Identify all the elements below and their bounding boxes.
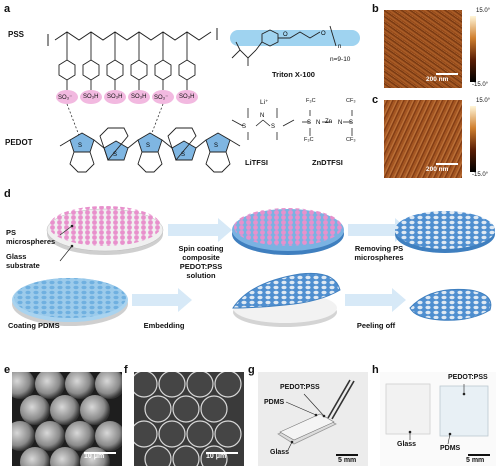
- photo-g: [258, 372, 368, 466]
- svg-text:N: N: [260, 113, 264, 119]
- svg-text:S: S: [146, 143, 150, 149]
- scale-bottom-c: -15.0°: [472, 172, 489, 178]
- cf3-top-right: CF₃: [346, 98, 356, 104]
- so3h-2: SO₃H: [107, 94, 123, 100]
- svg-text:N: N: [316, 120, 320, 126]
- glass-label-h: Glass: [397, 441, 417, 448]
- panel-label-g: g: [248, 364, 255, 376]
- svg-text:N: N: [338, 120, 342, 126]
- afm-image-b: [384, 10, 462, 88]
- sem-image-e: [12, 372, 122, 466]
- svg-text:S: S: [181, 152, 185, 158]
- svg-text:S: S: [113, 152, 117, 158]
- cf3-bottom-left: F₃C: [304, 137, 314, 143]
- pedot-pss-label-g: PEDOT:PSS: [280, 384, 320, 391]
- triton-label: Triton X-100: [272, 70, 315, 79]
- svg-text:n: n: [338, 44, 341, 50]
- so3-minus-2: SO₃⁻: [154, 95, 169, 101]
- scalebar-label-h: 5 mm: [466, 457, 485, 464]
- scalebar-label-g: 5 mm: [338, 457, 357, 464]
- scalebar-label-b: 200 nm: [426, 76, 449, 83]
- panel-label-a: a: [4, 3, 11, 15]
- svg-text:S: S: [242, 124, 246, 130]
- photo-h: [380, 372, 496, 466]
- triton-n: n=9-10: [330, 56, 351, 63]
- pedot-pss-label-h: PEDOT:PSS: [448, 374, 488, 381]
- step-removing-ps: Removing PS microspheres: [354, 244, 404, 262]
- svg-text:S: S: [307, 120, 311, 126]
- so3-minus-1: SO₃⁻: [58, 95, 73, 101]
- fabrication-schematic: [12, 206, 495, 327]
- litfsi-label: LiTFSI: [245, 158, 268, 167]
- panel-label-c: c: [372, 94, 379, 106]
- glass-substrate-label: Glass substrate: [6, 252, 40, 270]
- pdms-label-h: PDMS: [440, 445, 461, 452]
- scalebar-b: [436, 73, 458, 75]
- panel-label-e: e: [4, 364, 11, 376]
- sem-image-f: [134, 372, 244, 466]
- scalebar-label-c: 200 nm: [426, 166, 449, 173]
- ps-microspheres-label: PS microspheres: [6, 228, 56, 246]
- scalebar-label-f: 10 μm: [206, 453, 227, 460]
- scale-bottom-b: -15.0°: [472, 82, 489, 88]
- so3h-3: SO₃H: [131, 94, 147, 100]
- svg-text:S: S: [78, 143, 82, 149]
- pss-label: PSS: [8, 30, 25, 39]
- step-embedding: Embedding: [143, 321, 185, 330]
- panel-label-h: h: [372, 364, 379, 376]
- chemical-structures: S S S S S O O n S S N S S N N: [47, 25, 360, 173]
- panel-label-d: d: [4, 188, 11, 200]
- so3h-1: SO₃H: [83, 94, 99, 100]
- svg-text:S: S: [349, 120, 353, 126]
- svg-text:S: S: [214, 143, 218, 149]
- color-scale-c: [470, 106, 476, 172]
- cf3-bottom-right: CF₃: [346, 137, 356, 143]
- zndtfsi-label: ZnDTFSI: [312, 158, 343, 167]
- svg-text:O: O: [321, 31, 326, 37]
- li-plus: Li⁺: [260, 99, 269, 106]
- scale-top-b: 15.0°: [476, 8, 491, 14]
- color-scale-b: [470, 16, 476, 82]
- afm-image-c: [384, 100, 462, 178]
- cf3-top-left: F₃C: [306, 98, 316, 104]
- so3h-4: SO₃H: [179, 94, 195, 100]
- svg-text:S: S: [271, 124, 275, 130]
- panel-label-f: f: [124, 364, 128, 376]
- step-coating-pdms: Coating PDMS: [8, 321, 60, 330]
- panel-label-b: b: [372, 3, 379, 15]
- pdms-label-g: PDMS: [264, 399, 285, 406]
- pedot-label: PEDOT: [5, 138, 33, 147]
- step-spin-coating: Spin coating composite PEDOT:PSS solutio…: [178, 244, 224, 280]
- scalebar-label-e: 10 μm: [84, 453, 105, 460]
- scalebar-c: [436, 163, 458, 165]
- zn-atom: Zn: [325, 119, 333, 125]
- svg-text:O: O: [283, 32, 288, 38]
- step-peeling-off: Peeling off: [356, 321, 396, 330]
- glass-label-g: Glass: [270, 449, 290, 456]
- scale-top-c: 15.0°: [476, 98, 491, 104]
